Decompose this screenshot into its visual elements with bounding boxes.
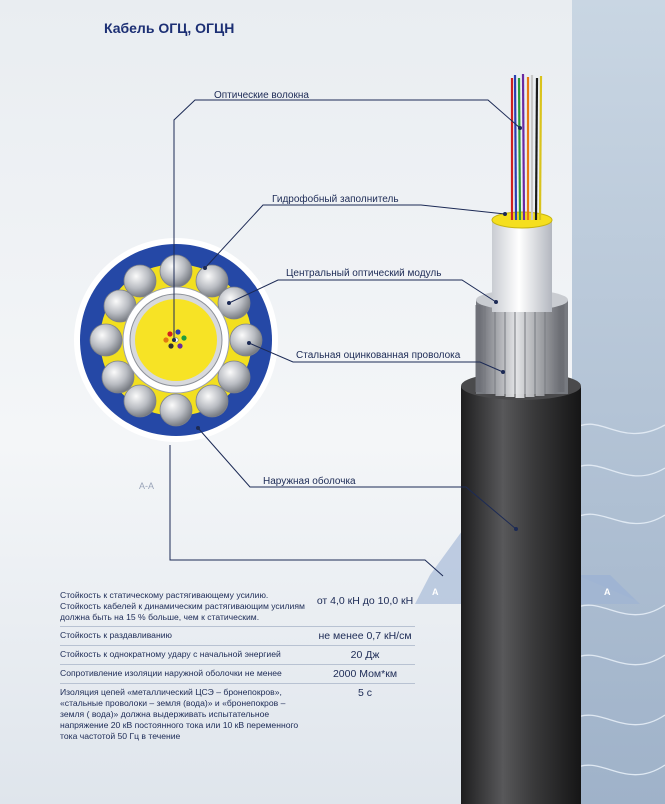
steel-wire <box>229 323 263 357</box>
callout-outer-sheath: Наружная оболочка <box>263 476 356 487</box>
page-title: Кабель ОГЦ, ОГЦН <box>104 20 235 36</box>
callout-hydrophobic-filler: Гидрофобный заполнитель <box>272 194 399 205</box>
steel-wire <box>159 393 193 427</box>
spec-value: 5 с <box>357 687 372 699</box>
steel-wire <box>101 360 135 394</box>
steel-wire <box>89 323 123 357</box>
leader-lines <box>169 99 521 577</box>
spec-row: Стойкость к статическому растягивающему … <box>60 587 415 627</box>
specs-table: Стойкость к статическому растягивающему … <box>60 587 415 745</box>
optical-fibers <box>163 329 187 349</box>
steel-wire <box>195 384 229 418</box>
callout-optical-fibers: Оптические волокна <box>214 90 309 101</box>
cable-jacket <box>461 386 581 804</box>
fiber-strands <box>510 73 543 221</box>
spec-value: от 4,0 кН до 10,0 кН <box>315 587 415 627</box>
spec-value: 20 Дж <box>315 645 415 665</box>
wave-lines <box>571 423 665 776</box>
spec-row: Стойкость к однократному удару с начальн… <box>60 645 415 665</box>
spec-param: Изоляция цепей «металлический ЦСЭ – брон… <box>60 687 299 741</box>
section-label: A-A <box>139 481 155 491</box>
steel-wire <box>123 384 157 418</box>
steel-wire <box>195 264 229 298</box>
side-panel <box>572 0 665 804</box>
spec-value: 2000 Мом*км <box>315 664 415 684</box>
spec-param: Стойкость к статическому растягивающему … <box>60 587 315 627</box>
steel-wire-strands <box>475 298 565 398</box>
steel-wire <box>159 254 193 288</box>
steel-wire <box>217 286 251 320</box>
spec-row: Изоляция цепей «металлический ЦСЭ – брон… <box>60 684 415 746</box>
leader-dots <box>172 126 522 531</box>
spec-row: Сопротивление изоляции наружной оболочки… <box>60 664 415 684</box>
plane-label-left: A <box>432 587 439 597</box>
steel-wire <box>123 264 157 298</box>
spec-param: Стойкость к однократному удару с начальн… <box>60 645 315 665</box>
callout-steel-wire: Стальная оцинкованная проволока <box>296 350 461 361</box>
steel-wire <box>217 360 251 394</box>
spec-row: Стойкость к раздавливанию не менее 0,7 к… <box>60 626 415 646</box>
spec-value: не менее 0,7 кН/см <box>315 626 415 646</box>
plane-label-right: A <box>604 587 611 597</box>
central-module-illustration <box>492 220 552 312</box>
spec-param: Стойкость к раздавливанию <box>60 626 315 646</box>
spec-param: Сопротивление изоляции наружной оболочки… <box>60 664 315 684</box>
cable-illustration <box>461 73 581 804</box>
callout-central-module: Центральный оптический модуль <box>286 268 442 279</box>
